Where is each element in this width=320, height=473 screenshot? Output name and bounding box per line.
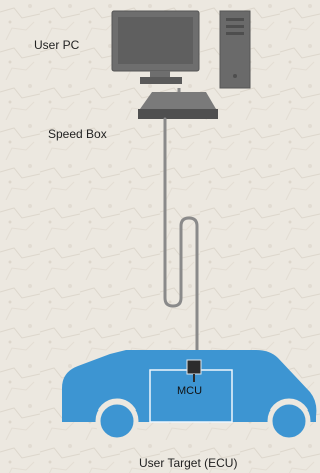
user-target-label: User Target (ECU) (139, 456, 237, 470)
speed-box-label: Speed Box (48, 127, 107, 141)
speed-box-icon (138, 92, 218, 119)
computer-tower-icon (220, 11, 250, 88)
user-pc-label: User PC (34, 38, 80, 52)
chip-icon (187, 360, 201, 374)
mcu-label: MCU (177, 385, 202, 397)
